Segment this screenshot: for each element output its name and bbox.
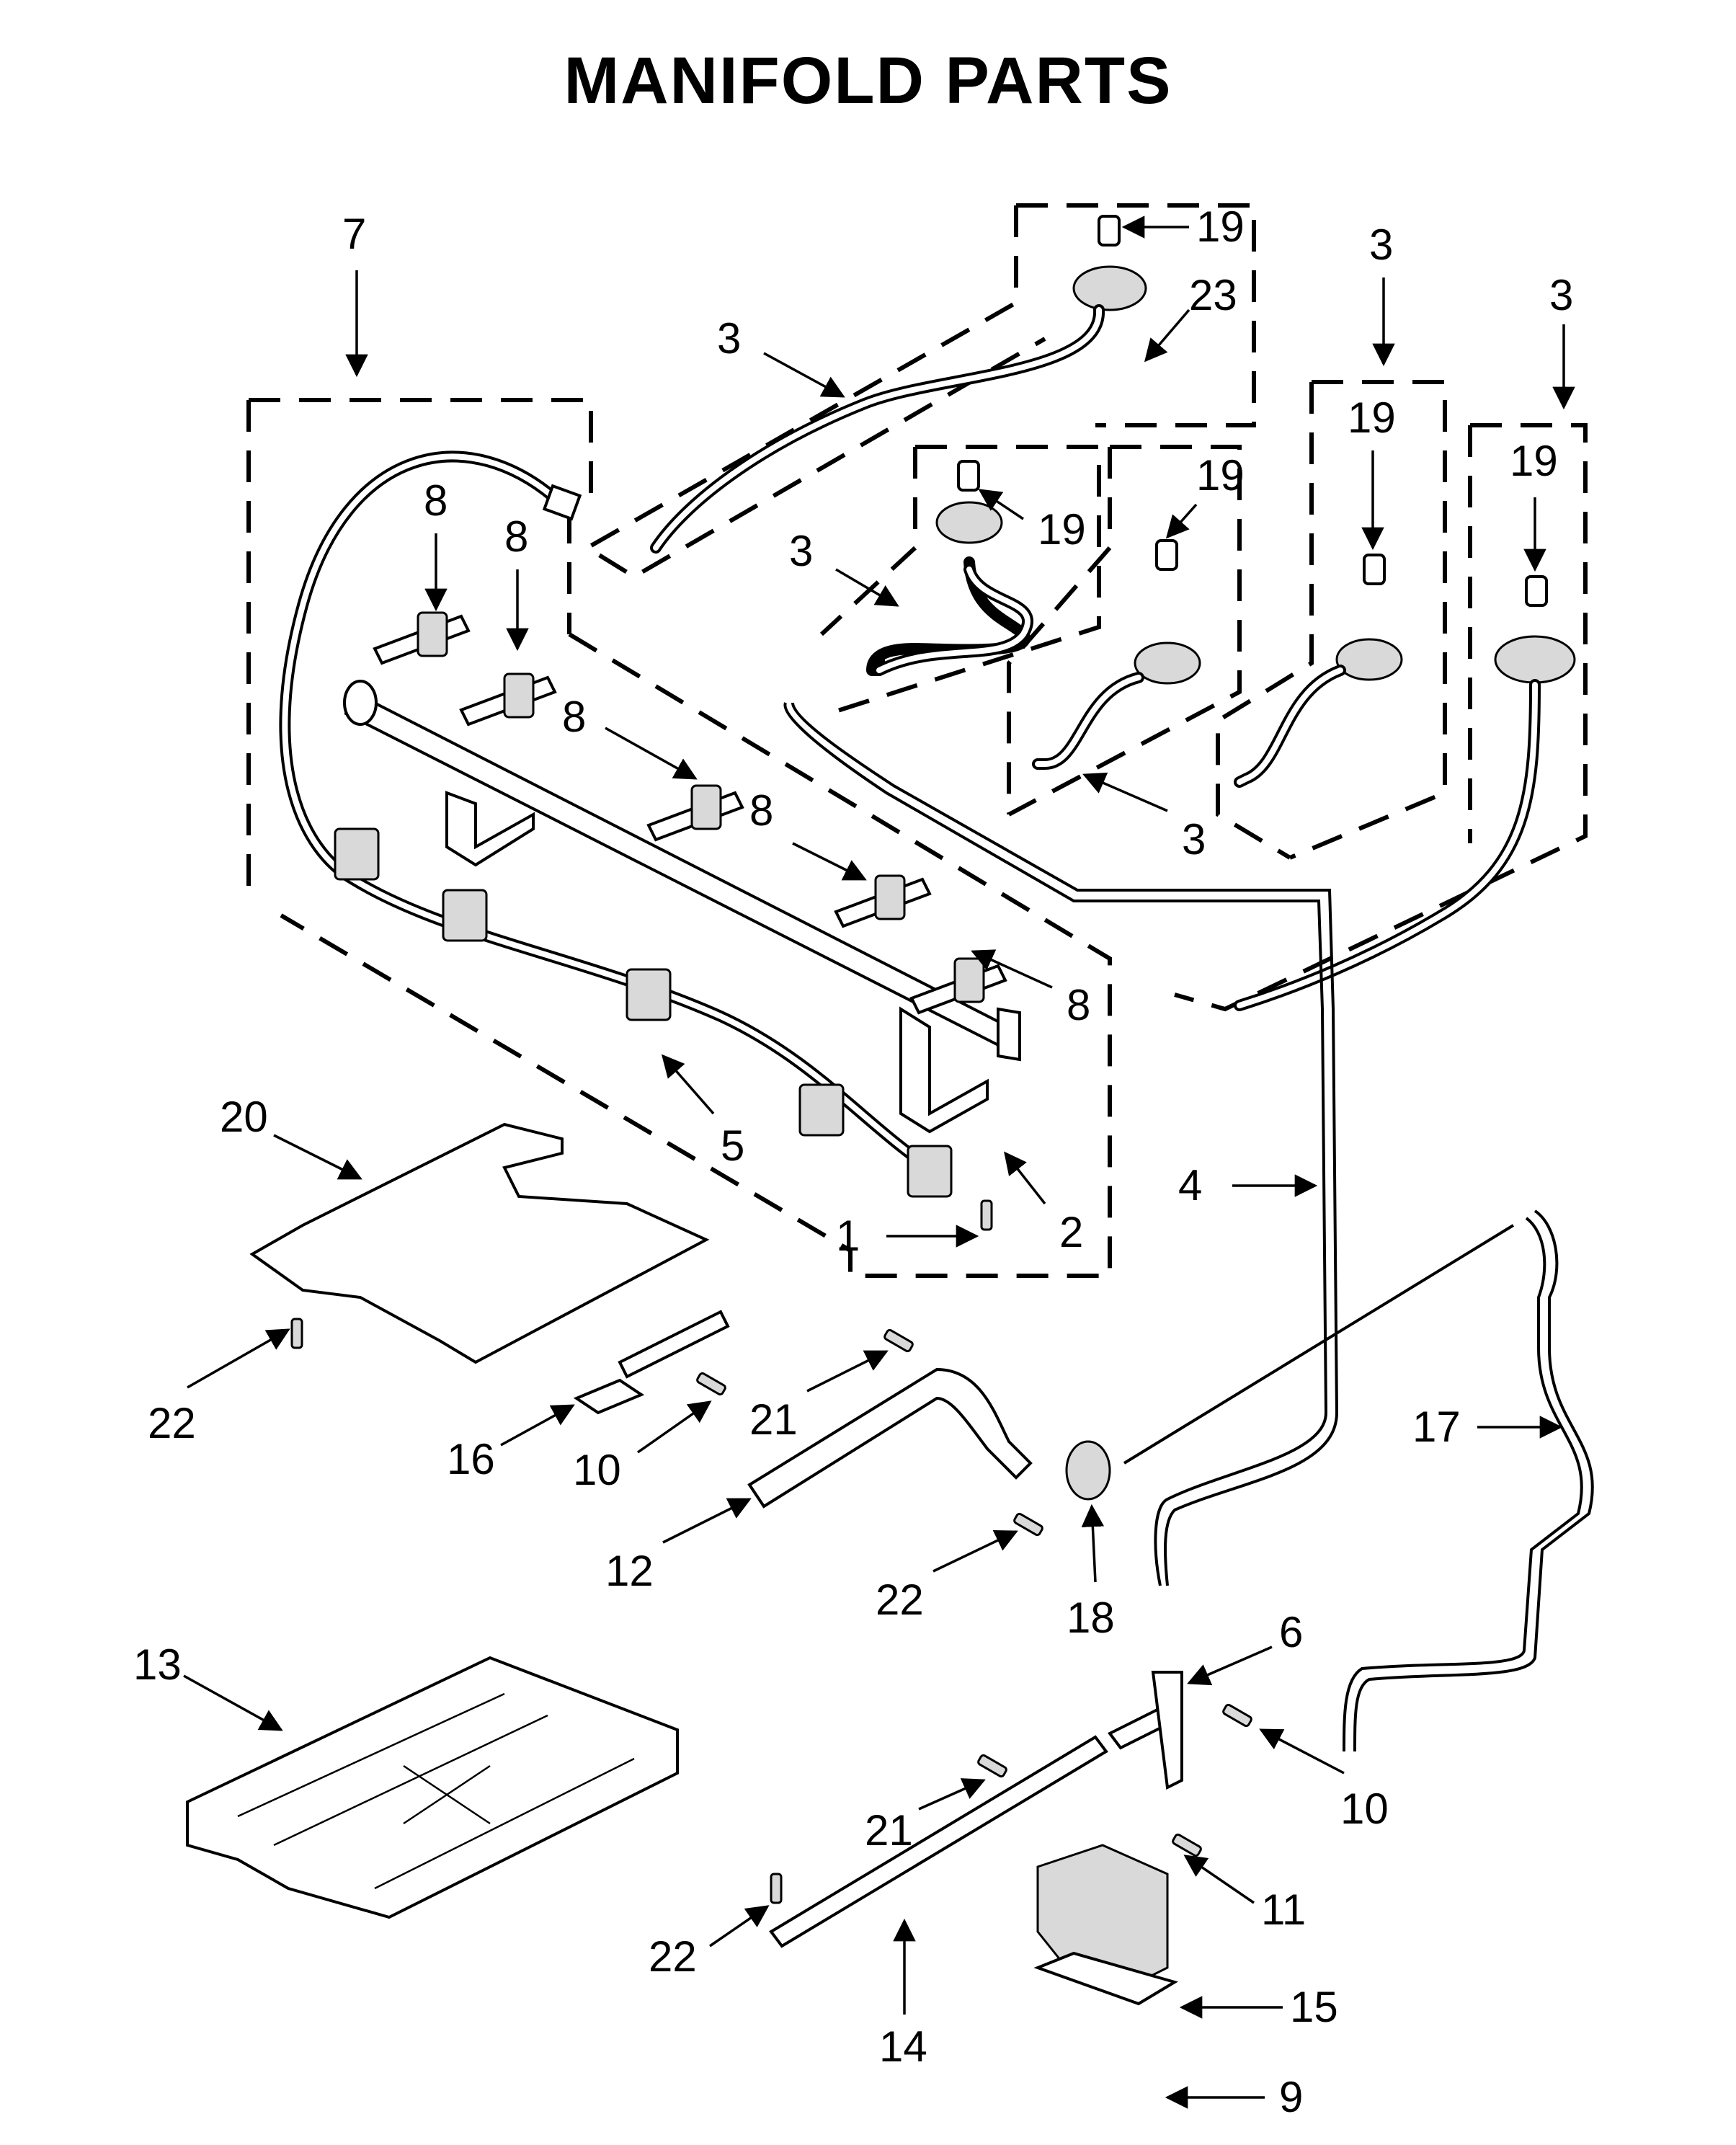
leader-lines: [183, 216, 1575, 2109]
callout-3: 3: [789, 527, 813, 575]
callout-labels: 7 3 19 23 3 3 19 3 19 19 19 19 8 8 8 8 8…: [133, 203, 1573, 2121]
callout-19: 19: [1348, 394, 1396, 442]
orifice-holder: [459, 672, 557, 727]
callout-3: 3: [1369, 221, 1393, 269]
callout-3: 3: [1182, 815, 1206, 863]
callout-8: 8: [424, 476, 448, 525]
manifold-pipe: [343, 680, 1021, 1134]
callout-13: 13: [133, 1640, 182, 1689]
callout-19: 19: [1196, 203, 1245, 251]
diagram-title: MANIFOLD PARTS: [564, 44, 1172, 117]
callout-22: 22: [876, 1576, 924, 1624]
callout-3: 3: [1549, 271, 1573, 319]
callout-18: 18: [1067, 1594, 1115, 1642]
callout-12: 12: [605, 1547, 654, 1595]
lower-burner-parts: [186, 1122, 1183, 2006]
valve-assemblies: [650, 215, 1576, 1011]
callout-15: 15: [1290, 1983, 1338, 2031]
gas-tubing: [783, 702, 1594, 1752]
callout-11: 11: [1261, 1886, 1306, 1934]
callout-16: 16: [447, 1435, 495, 1483]
callout-21: 21: [749, 1395, 798, 1444]
callout-14: 14: [879, 2022, 927, 2071]
callout-8: 8: [504, 512, 528, 561]
callout-19: 19: [1196, 451, 1245, 499]
callout-8: 8: [562, 693, 586, 741]
callout-22: 22: [649, 1932, 697, 1981]
orifice-holder: [646, 784, 744, 842]
callout-3: 3: [717, 314, 741, 363]
callout-19: 19: [1510, 437, 1558, 485]
callout-4: 4: [1178, 1161, 1202, 1209]
orifice-holder: [373, 611, 471, 665]
burner-valves: [373, 611, 1007, 1015]
callout-17: 17: [1412, 1403, 1461, 1451]
callout-5: 5: [721, 1122, 744, 1170]
callout-6: 6: [1279, 1608, 1303, 1656]
callout-9: 9: [1279, 2073, 1303, 2121]
callout-1: 1: [836, 1212, 860, 1260]
assembly-boundaries: [246, 203, 1588, 1278]
callout-10: 10: [573, 1446, 621, 1494]
callout-22: 22: [148, 1399, 196, 1447]
callout-2: 2: [1059, 1208, 1083, 1256]
callout-20: 20: [220, 1093, 268, 1141]
orifice-holder: [834, 874, 932, 928]
callout-21: 21: [865, 1806, 913, 1855]
screws: [290, 1199, 1252, 1904]
callout-8: 8: [749, 786, 773, 835]
callout-19: 19: [1038, 505, 1086, 554]
callout-10: 10: [1340, 1785, 1389, 1833]
callout-8: 8: [1067, 981, 1090, 1029]
callout-7: 7: [342, 210, 366, 258]
wire-harness: [279, 450, 953, 1198]
callout-23: 23: [1189, 271, 1237, 319]
